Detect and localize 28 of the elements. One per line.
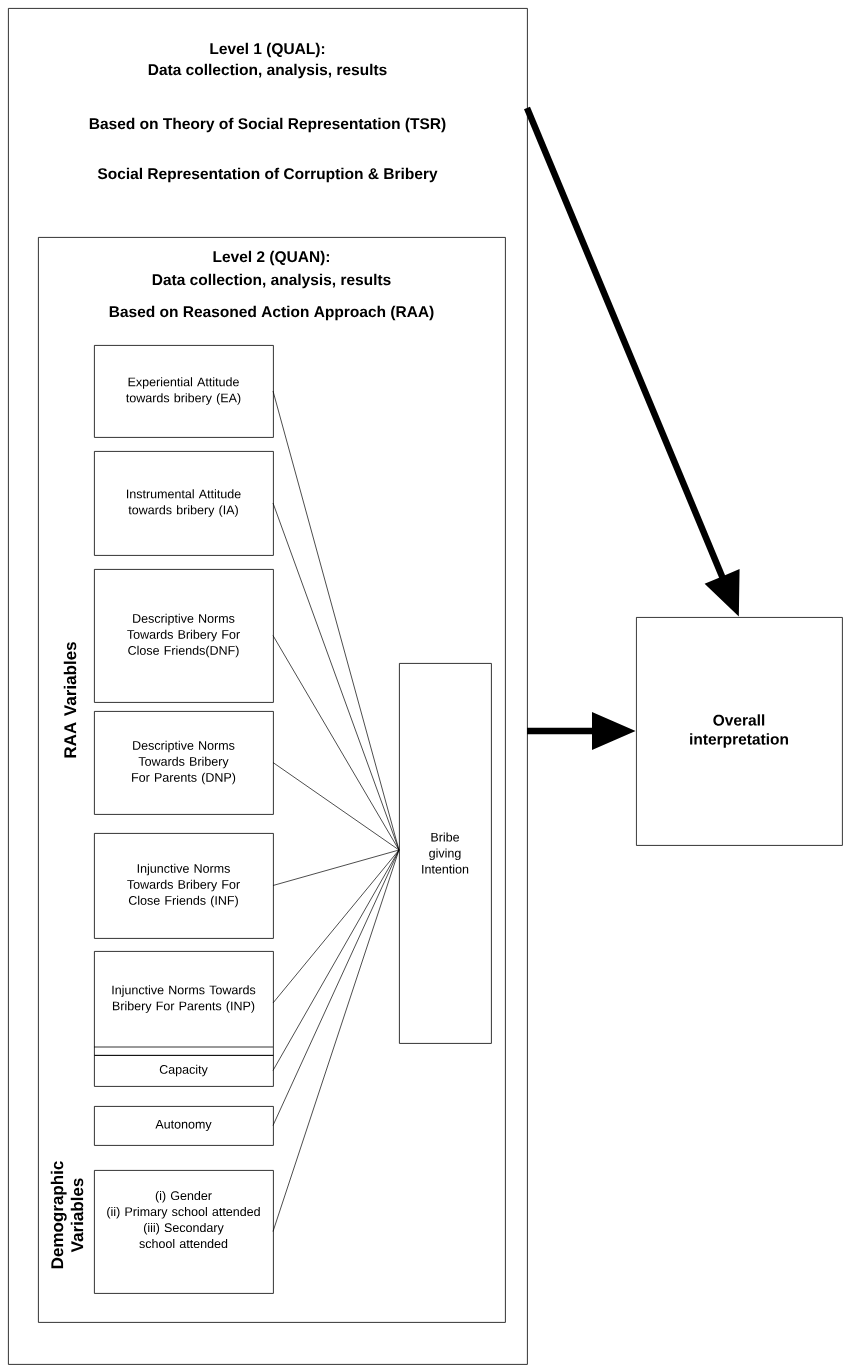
- side-label: Demographic Variables: [50, 1161, 84, 1269]
- variable-box: Instrumental Attitude towards bribery (IA): [94, 451, 274, 556]
- heading-text: Level 1 (QUAL):: [210, 42, 325, 58]
- heading-text: Based on Reasoned Action Approach (RAA): [109, 305, 434, 321]
- result-box: Overall interpretation: [636, 617, 843, 846]
- connector-line: [272, 849, 400, 1071]
- heading-text: Level 2 (QUAN):: [213, 250, 329, 266]
- variable-box: Capacity: [94, 1055, 274, 1087]
- connector-line: [272, 635, 400, 851]
- heading-text: Social Representation of Corruption & Bribery: [97, 167, 438, 183]
- variable-box: Descriptive Norms Towards Bribery For Close Friends(DNF): [94, 569, 274, 703]
- connector-line: [272, 849, 400, 1232]
- connector-line: [272, 390, 400, 851]
- variable-box: Descriptive Norms Towards Bribery For Parents (DNP): [94, 711, 274, 815]
- heading-text: Data collection, analysis, results: [152, 273, 391, 289]
- connector-line: [272, 849, 400, 886]
- heading-text: Data collection, analysis, results: [148, 63, 387, 79]
- connector-line: [272, 762, 400, 851]
- variable-box: (i) Gender (ii) Primary school attended (iii) Secondary school attended: [94, 1170, 274, 1294]
- variable-box: Experiential Attitude towards bribery (EA): [94, 345, 274, 438]
- connector-line: [272, 849, 400, 1004]
- variable-box: Injunctive Norms Towards Bribery For Close Friends (INF): [94, 833, 274, 939]
- side-label: RAA Variables: [63, 642, 77, 758]
- outcome-box: Bribe giving Intention: [399, 663, 492, 1044]
- variable-box: Injunctive Norms Towards Bribery For Parents (INP): [93, 951, 274, 1056]
- heading-text: Based on Theory of Social Representation (TSR): [89, 117, 446, 133]
- connector-line: [272, 502, 400, 851]
- variable-box: Autonomy: [94, 1106, 274, 1146]
